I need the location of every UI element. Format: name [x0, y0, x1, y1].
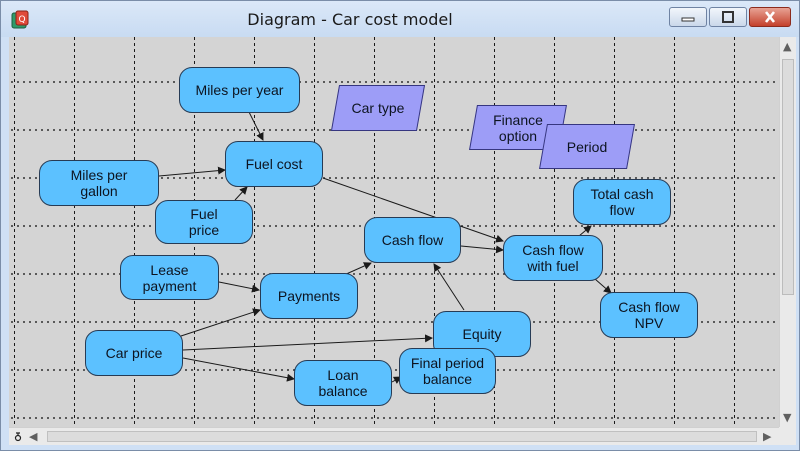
- grid-line: [254, 37, 255, 427]
- arrow-car-price-payments: [180, 308, 261, 337]
- svg-text:Q: Q: [19, 15, 26, 25]
- diagram-canvas[interactable]: Miles per year Fuel cost Miles per gallo…: [9, 37, 779, 427]
- arrow-fuel-cost-cash-flow-with-fuel: [322, 177, 504, 243]
- node-label: Final period balance: [410, 355, 485, 387]
- node-total-cash-flow[interactable]: Total cash flow: [573, 179, 671, 225]
- scroll-down-icon[interactable]: ▼: [783, 411, 792, 424]
- diagram-toggle-icon[interactable]: [13, 431, 23, 442]
- grid-line: [134, 37, 135, 427]
- node-label: Miles per gallon: [70, 167, 128, 199]
- node-label: Total cash flow: [590, 186, 654, 218]
- arrow-car-price-loan-balance: [182, 357, 295, 382]
- title-bar[interactable]: Q Diagram - Car cost model: [1, 1, 799, 37]
- close-icon: [764, 11, 776, 23]
- maximize-button[interactable]: [709, 7, 747, 27]
- arrow-miles-per-year-fuel-cost: [248, 111, 264, 141]
- index-label: Car type: [351, 100, 405, 116]
- grid-line: [674, 37, 675, 427]
- node-label: Fuel price: [188, 206, 220, 238]
- horizontal-scroll-thumb[interactable]: [47, 431, 757, 442]
- node-payments[interactable]: Payments: [260, 273, 358, 319]
- arrow-miles-per-gallon-fuel-cost: [158, 166, 226, 177]
- grid-line: [614, 37, 615, 427]
- node-label: Payments: [277, 288, 341, 304]
- node-cash-flow[interactable]: Cash flow: [364, 217, 461, 263]
- index-label: Period: [566, 138, 608, 155]
- node-fuel-price[interactable]: Fuel price: [155, 200, 253, 244]
- arrow-lease-payment-payments: [218, 281, 260, 293]
- index-finance-option[interactable]: Finance option: [473, 105, 563, 150]
- diagram-app-icon[interactable]: Q: [10, 10, 30, 30]
- arrow-cash-flow-with-fuel-npv: [594, 278, 612, 294]
- scroll-up-icon[interactable]: ▲: [783, 40, 792, 53]
- node-cash-flow-with-fuel[interactable]: Cash flow with fuel: [503, 235, 603, 281]
- node-fuel-cost[interactable]: Fuel cost: [225, 141, 323, 187]
- node-cash-flow-npv[interactable]: Cash flow NPV: [600, 292, 698, 338]
- node-label: Cash flow with fuel: [522, 242, 584, 274]
- node-miles-per-year[interactable]: Miles per year: [179, 67, 300, 113]
- scrollbar-corner: [779, 427, 796, 445]
- node-label: Car price: [105, 345, 163, 361]
- node-label: Miles per year: [195, 82, 284, 98]
- node-final-period-balance[interactable]: Final period balance: [399, 348, 496, 394]
- horizontal-scrollbar[interactable]: ◀ ▶: [9, 427, 779, 445]
- grid-line: [494, 37, 495, 427]
- grid-line: [554, 37, 555, 427]
- node-miles-per-gallon[interactable]: Miles per gallon: [39, 160, 159, 206]
- scroll-right-icon[interactable]: ▶: [763, 430, 772, 443]
- vertical-scroll-thumb[interactable]: [782, 59, 794, 295]
- arrow-fuel-price-fuel-cost: [234, 186, 248, 201]
- arrow-car-price-equity: [182, 334, 433, 351]
- index-car-type[interactable]: Car type: [335, 85, 421, 131]
- node-label: Lease payment: [142, 261, 197, 294]
- minimize-icon: [681, 17, 695, 22]
- node-label: Cash flow NPV: [618, 299, 680, 331]
- node-lease-payment[interactable]: Lease payment: [120, 255, 219, 300]
- grid-line: [14, 37, 15, 427]
- grid-line: [314, 37, 315, 427]
- node-loan-balance[interactable]: Loan balance: [294, 360, 392, 406]
- node-label: Fuel cost: [245, 156, 303, 172]
- vertical-scrollbar[interactable]: ▲ ▼: [779, 37, 796, 427]
- arrow-equity-cash-flow: [433, 263, 465, 311]
- node-label: Equity: [462, 326, 502, 342]
- index-period[interactable]: Period: [543, 124, 631, 169]
- node-label: Cash flow: [381, 232, 444, 248]
- index-label: Finance option: [493, 111, 543, 144]
- close-button[interactable]: [749, 7, 791, 27]
- arrow-cash-flow-cash-flow-with-fuel: [460, 245, 504, 254]
- maximize-icon: [722, 11, 734, 23]
- arrow-cash-flow-with-fuel-total-cash-flow: [578, 225, 592, 237]
- minimize-button[interactable]: [669, 7, 707, 27]
- node-label: Loan balance: [318, 367, 368, 399]
- node-car-price[interactable]: Car price: [85, 330, 183, 376]
- scroll-left-icon[interactable]: ◀: [29, 430, 38, 443]
- grid-line: [74, 37, 75, 427]
- grid-line: [734, 37, 735, 427]
- window-title: Diagram - Car cost model: [247, 10, 453, 29]
